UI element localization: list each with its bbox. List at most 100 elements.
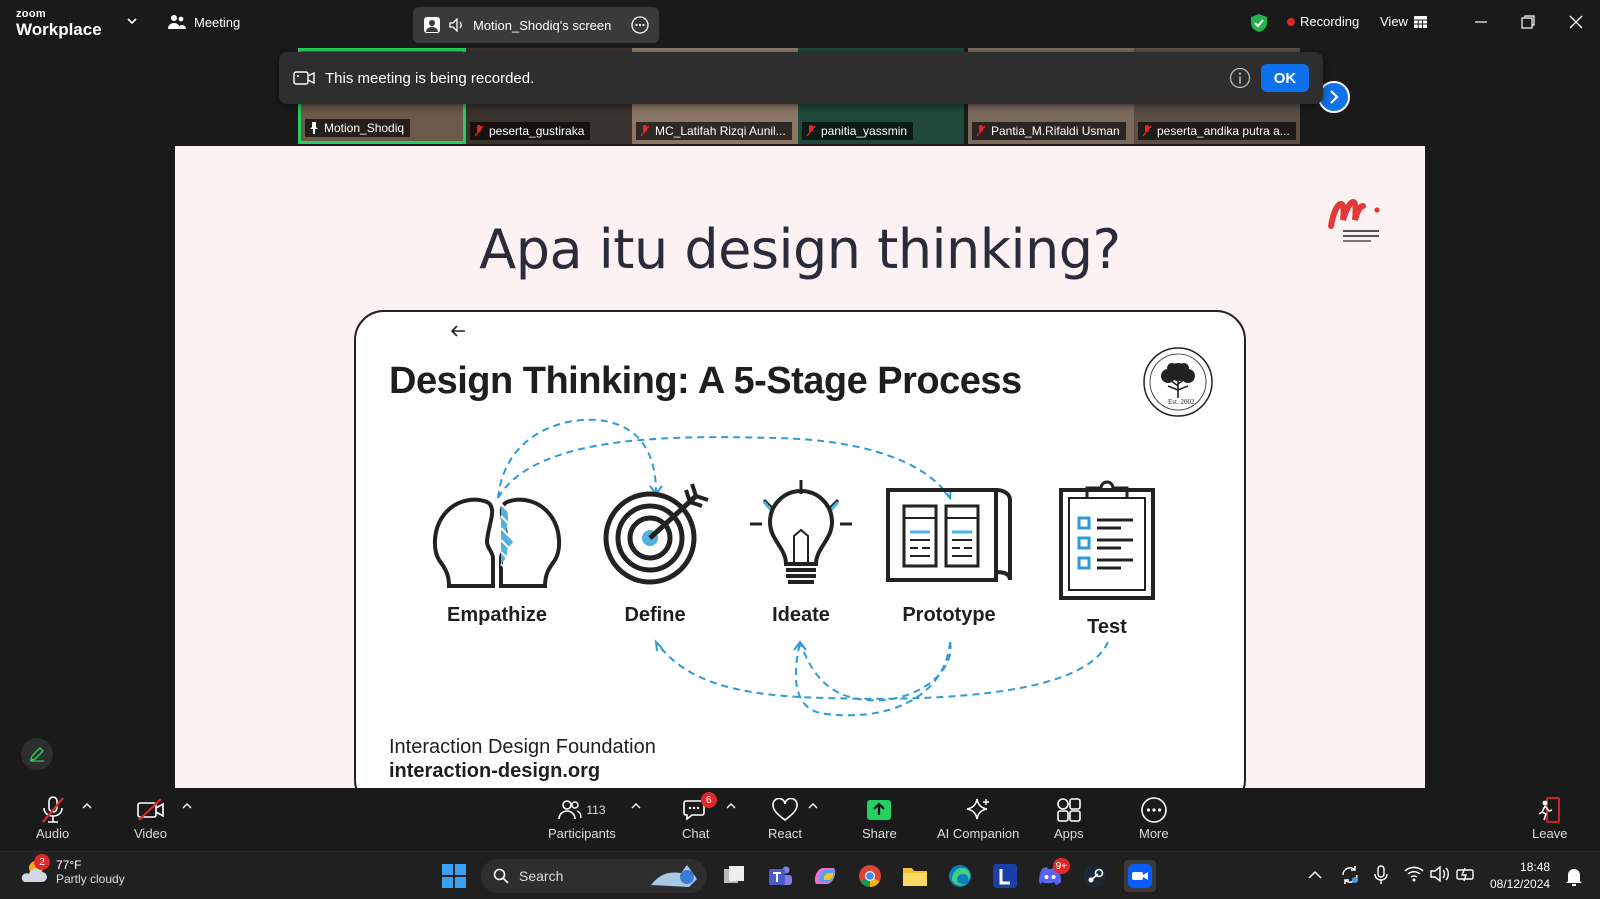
show-hidden-icons-icon[interactable]: [1308, 870, 1322, 880]
share-screen-pill[interactable]: Motion_Shodiq's screen: [413, 7, 659, 43]
participant-name: Motion_Shodiq: [324, 121, 405, 135]
brand-name: Workplace: [16, 20, 102, 39]
participant-name-tag: panitia_yassmin: [802, 122, 914, 140]
clock-time: 18:48: [1520, 860, 1551, 874]
stage-label: Define: [624, 604, 686, 626]
taskbar-search[interactable]: Search: [481, 859, 707, 893]
banner-ok-button[interactable]: OK: [1261, 64, 1309, 92]
restore-icon[interactable]: [1519, 13, 1537, 31]
discord-app-icon[interactable]: 9+: [1034, 858, 1070, 892]
zoom-workplace-logo[interactable]: zoom Workplace: [16, 9, 102, 39]
video-options-caret-icon[interactable]: [182, 802, 192, 810]
footer-organization: Interaction Design Foundation: [389, 736, 656, 758]
participant-name-tag: peserta_gustiraka: [470, 122, 591, 140]
zoom-app-icon[interactable]: [1124, 860, 1156, 892]
chrome-app-icon[interactable]: [854, 860, 886, 892]
weather-condition: Partly cloudy: [56, 872, 125, 886]
wifi-icon[interactable]: [1404, 865, 1424, 883]
info-icon[interactable]: [1229, 67, 1251, 89]
leave-door-icon: [1538, 797, 1560, 823]
chat-label: Chat: [682, 826, 710, 841]
video-camera-icon: [293, 71, 315, 85]
search-icon: [493, 868, 509, 884]
react-button[interactable]: React: [768, 794, 802, 841]
steam-app-icon[interactable]: [1079, 860, 1111, 892]
search-highlight-icon: [651, 865, 697, 887]
weather-icon: 2: [20, 854, 50, 886]
mic-muted-icon: [976, 125, 986, 137]
video-button[interactable]: Video: [134, 794, 167, 841]
share-pill-label: Motion_Shodiq's screen: [473, 17, 612, 33]
sparkle-icon: [967, 798, 990, 820]
participant-name: Pantia_M.Rifaldi Usman: [991, 124, 1120, 138]
arrow-left-icon: [450, 325, 465, 337]
leave-button[interactable]: Leave: [1532, 794, 1567, 841]
mic-muted-icon: [1142, 125, 1152, 137]
notification-bell-icon[interactable]: [1565, 867, 1583, 887]
meeting-info-button[interactable]: Meeting: [168, 14, 240, 30]
stage-label: Prototype: [902, 604, 996, 626]
participant-name: panitia_yassmin: [821, 124, 908, 138]
shared-screen-slide: Apa itu design thinking? Design Thinking…: [175, 146, 1425, 788]
participants-options-caret-icon[interactable]: [631, 802, 641, 810]
chat-options-caret-icon[interactable]: [726, 802, 736, 810]
minimize-icon[interactable]: [1472, 13, 1490, 31]
share-label: Share: [862, 826, 897, 841]
battery-charging-icon[interactable]: [1456, 865, 1476, 883]
apps-grid-icon: [1057, 798, 1081, 822]
recording-indicator[interactable]: Recording: [1287, 14, 1359, 29]
start-button[interactable]: [438, 860, 470, 892]
stage-ideate: Ideate: [726, 480, 876, 627]
edge-app-icon[interactable]: [944, 860, 976, 892]
view-button[interactable]: View: [1380, 14, 1427, 29]
chevron-down-icon[interactable]: [126, 15, 138, 27]
windows-logo-icon: [442, 864, 466, 888]
share-button[interactable]: Share: [862, 794, 897, 841]
stage-prototype: Prototype: [874, 480, 1024, 627]
more-options-icon[interactable]: [631, 16, 649, 34]
mobile-innovation-logo: [1328, 198, 1380, 242]
file-explorer-app-icon[interactable]: [899, 860, 931, 892]
chevron-right-icon: [1330, 90, 1339, 104]
more-dots-icon: [1141, 797, 1167, 823]
more-button[interactable]: More: [1139, 794, 1169, 841]
participants-button[interactable]: 113 Participants: [548, 794, 616, 841]
l-app-icon[interactable]: [989, 860, 1021, 892]
empathize-heads-icon: [432, 497, 562, 588]
recording-label: Recording: [1300, 14, 1360, 29]
apps-button[interactable]: Apps: [1054, 794, 1084, 841]
ai-companion-button[interactable]: AI Companion: [937, 794, 1019, 841]
presenter-icon: [424, 17, 440, 33]
participant-name-tag: peserta_andika putra a...: [1138, 122, 1296, 140]
mic-muted-icon: [640, 125, 650, 137]
stage-empathize: Empathize: [422, 480, 572, 627]
copilot-app-icon[interactable]: [809, 860, 841, 892]
process-flow-arrows: [497, 418, 1109, 717]
chat-button[interactable]: 6 Chat: [682, 792, 717, 841]
teams-app-icon[interactable]: [764, 860, 796, 892]
participant-name: MC_Latifah Rizqi Aunil...: [655, 124, 786, 138]
audio-options-caret-icon[interactable]: [82, 802, 92, 810]
security-shield-icon[interactable]: [1250, 13, 1268, 33]
speaker-icon[interactable]: [449, 18, 465, 32]
weather-widget[interactable]: 2 77°F Partly cloudy: [20, 854, 125, 886]
weather-alert-badge: 2: [34, 854, 50, 870]
participant-name: peserta_gustiraka: [489, 124, 585, 138]
audio-button[interactable]: Audio: [36, 794, 69, 841]
participants-count: 113: [586, 803, 606, 817]
recording-notice-banner: This meeting is being recorded. OK: [279, 52, 1323, 104]
close-icon[interactable]: [1567, 13, 1585, 31]
search-label: Search: [519, 868, 564, 884]
react-options-caret-icon[interactable]: [808, 802, 818, 810]
volume-icon[interactable]: [1430, 865, 1450, 883]
target-icon: [603, 483, 709, 585]
task-view-button[interactable]: [718, 860, 750, 892]
annotate-button[interactable]: [21, 738, 53, 770]
apps-label: Apps: [1054, 826, 1084, 841]
sync-icon[interactable]: [1340, 865, 1360, 885]
taskbar-clock[interactable]: 18:48 08/12/2024: [1490, 859, 1550, 893]
stage-test: Test: [1032, 480, 1182, 639]
microphone-tray-icon[interactable]: [1374, 865, 1388, 885]
video-label: Video: [134, 826, 168, 841]
